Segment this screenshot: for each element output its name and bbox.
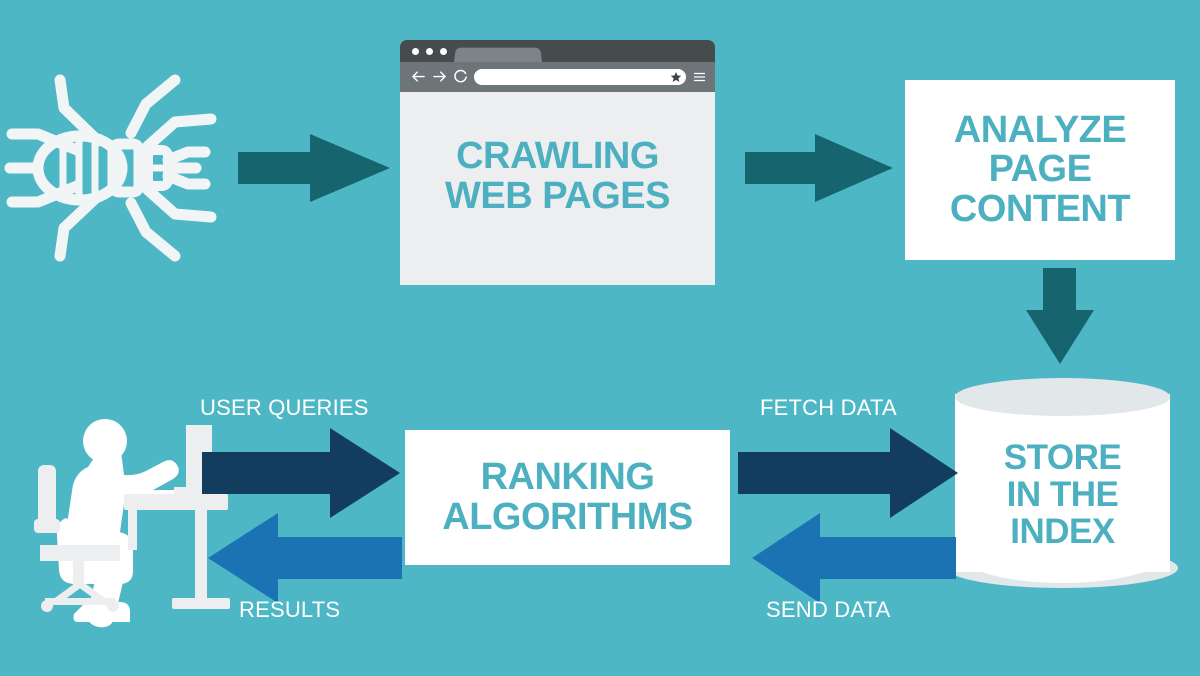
browser-tab[interactable] <box>454 47 542 62</box>
arrow-ranking-to-user <box>208 513 402 603</box>
arrow-user-to-ranking <box>202 428 400 518</box>
browser-viewport: CRAWLING WEB PAGES <box>400 92 715 285</box>
index-line-2: IN THE <box>1006 474 1119 514</box>
analyze-page-content-card: ANALYZE PAGE CONTENT <box>905 80 1175 260</box>
back-arrow-icon[interactable] <box>411 69 426 84</box>
arrow-crawler-to-browser <box>238 134 390 202</box>
arrow-analyze-to-index <box>1026 268 1094 364</box>
analyze-line-2: PAGE <box>988 148 1092 191</box>
index-label: STORE IN THE INDEX <box>955 438 1170 551</box>
index-line-3: INDEX <box>1010 511 1115 551</box>
ranking-algorithms-card: RANKING ALGORITHMS <box>405 430 730 565</box>
analyze-label: ANALYZE PAGE CONTENT <box>949 108 1131 230</box>
browser-label-line-1: CRAWLING <box>456 135 659 177</box>
window-dot-2 <box>426 48 433 55</box>
label-send-data: SEND DATA <box>766 597 891 622</box>
window-control-dots[interactable] <box>412 48 447 55</box>
browser-label-line-2: WEB PAGES <box>445 174 670 217</box>
ranking-line-2: ALGORITHMS <box>442 495 693 538</box>
label-results: RESULTS <box>239 597 341 622</box>
window-dot-1 <box>412 48 419 55</box>
cylinder-top-ellipse <box>955 378 1170 416</box>
label-fetch-data: FETCH DATA <box>760 395 897 420</box>
arrow-index-to-ranking <box>752 513 956 603</box>
ranking-line-1: RANKING <box>480 455 655 498</box>
forward-arrow-icon[interactable] <box>432 69 447 84</box>
browser-window-icon: CRAWLING WEB PAGES <box>400 40 715 285</box>
cylinder-body <box>955 394 1170 572</box>
window-dot-3 <box>440 48 447 55</box>
reload-icon[interactable] <box>453 69 468 84</box>
star-icon[interactable] <box>670 71 682 83</box>
database-cylinder-icon: STORE IN THE INDEX <box>947 378 1178 598</box>
label-user-queries: USER QUERIES <box>200 395 369 420</box>
index-line-1: STORE <box>1003 438 1122 477</box>
hamburger-menu-icon[interactable] <box>693 71 706 83</box>
arrow-ranking-to-index <box>738 428 958 518</box>
arrow-browser-to-analyze <box>745 134 893 202</box>
browser-toolbar <box>400 62 715 92</box>
url-address-bar[interactable] <box>474 69 686 85</box>
browser-content-label: CRAWLING WEB PAGES <box>400 135 715 217</box>
analyze-line-3: CONTENT <box>949 187 1131 230</box>
analyze-line-1: ANALYZE <box>953 108 1127 151</box>
ranking-label: RANKING ALGORITHMS <box>442 455 693 538</box>
browser-titlebar <box>400 40 715 62</box>
